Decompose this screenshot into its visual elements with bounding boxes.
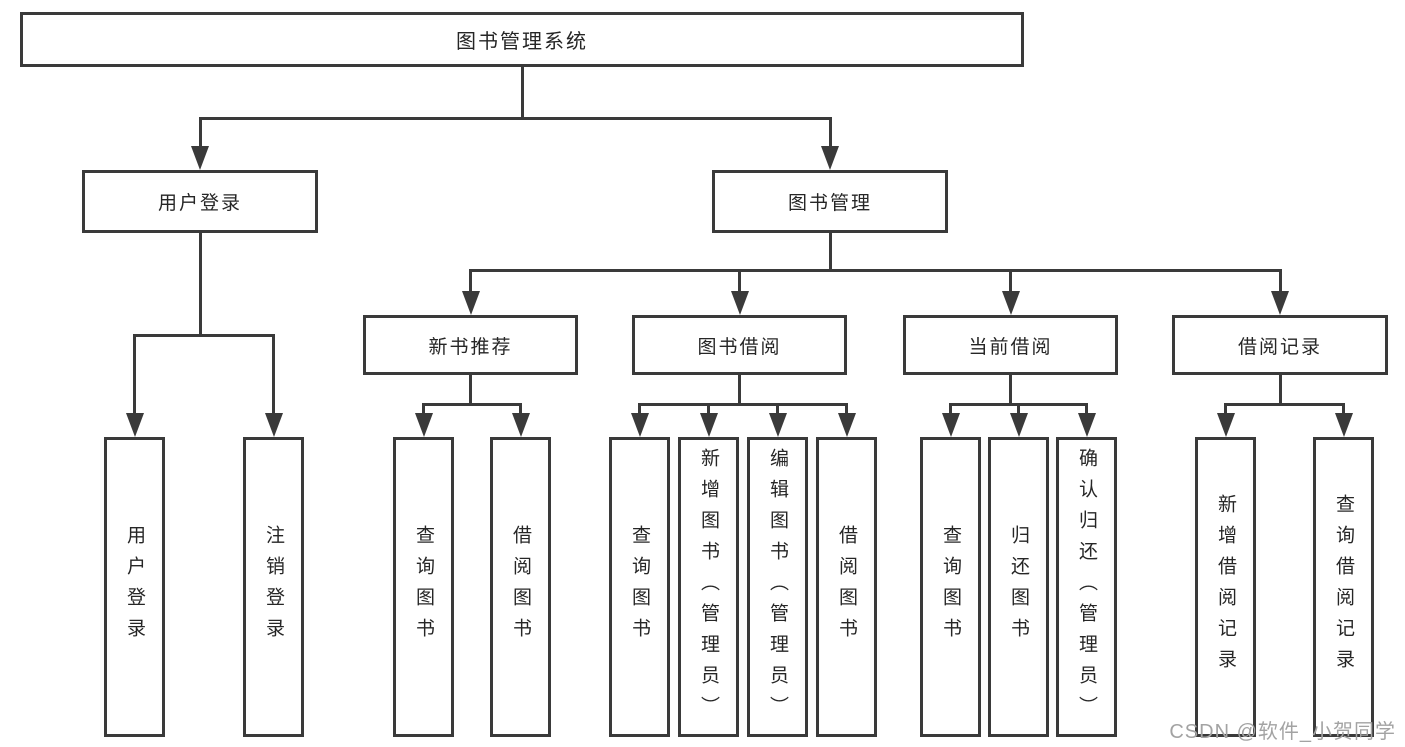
arrow-down-icon (941, 413, 960, 437)
node-borrowing-edit-books-admin: 编辑图书（管理员） (747, 437, 808, 737)
arrow-down-icon (125, 413, 144, 437)
connector-line (469, 270, 472, 295)
connector-line (1224, 402, 1345, 406)
connector-line (1342, 404, 1345, 417)
arrow-down-icon (414, 413, 433, 437)
arrow-down-icon (264, 413, 283, 437)
node-borrowing-borrow-books: 借阅图书 (816, 437, 877, 737)
arrow-down-icon (837, 413, 856, 437)
connector-line (738, 270, 741, 295)
node-label: 图书管理系统 (456, 31, 588, 53)
connector-line (776, 404, 779, 417)
connector-line (1278, 373, 1282, 406)
connector-line (828, 231, 832, 272)
node-label: 注销登录 (263, 525, 284, 649)
node-label: 借阅记录 (1237, 336, 1322, 358)
connector-line (1278, 270, 1282, 295)
node-records-query-record: 查询借阅记录 (1313, 437, 1374, 737)
connector-line (707, 404, 710, 417)
connector-line (519, 404, 522, 417)
node-user-login-leaf: 用户登录 (104, 437, 165, 737)
node-label: 新书推荐 (428, 336, 513, 358)
arrow-down-icon (1334, 413, 1353, 437)
node-current-return-books: 归还图书 (988, 437, 1049, 737)
node-book-management: 图书管理 (712, 170, 948, 233)
node-label: 编辑图书（管理员） (767, 447, 788, 727)
node-recommend-borrow-books: 借阅图书 (490, 437, 551, 737)
connector-line (133, 333, 275, 337)
connector-line (638, 402, 848, 406)
node-borrowing-add-books-admin: 新增图书（管理员） (678, 437, 739, 737)
connector-line (198, 116, 832, 120)
node-current-confirm-return-admin: 确认归还（管理员） (1056, 437, 1117, 737)
node-records-add-record: 新增借阅记录 (1195, 437, 1256, 737)
node-recommend-query-books: 查询图书 (393, 437, 454, 737)
node-label: 用户登录 (157, 193, 242, 214)
connector-line (845, 404, 848, 417)
arrow-down-icon (730, 291, 749, 315)
node-label: 查询图书 (629, 525, 650, 649)
node-label: 图书管理 (787, 193, 872, 214)
node-label: 图书借阅 (697, 336, 782, 358)
arrow-down-icon (1271, 291, 1289, 315)
arrow-down-icon (1009, 413, 1028, 437)
node-label: 确认归还（管理员） (1076, 447, 1097, 727)
node-user-login: 用户登录 (82, 170, 318, 233)
node-book-borrowing: 图书借阅 (632, 315, 847, 375)
node-label: 查询借阅记录 (1333, 494, 1354, 680)
node-label: 当前借阅 (968, 336, 1053, 358)
connector-line (198, 118, 202, 150)
connector-line (738, 373, 741, 406)
arrow-down-icon (511, 413, 530, 437)
node-logout-leaf: 注销登录 (243, 437, 304, 737)
arrow-down-icon (191, 146, 209, 170)
connector-line (949, 404, 952, 417)
arrow-down-icon (821, 146, 839, 170)
connector-line (133, 335, 136, 417)
node-label: 查询图书 (940, 525, 961, 649)
arrow-down-icon (630, 413, 649, 437)
connector-line (520, 65, 524, 120)
node-library-management-system: 图书管理系统 (20, 12, 1024, 67)
arrow-down-icon (1077, 413, 1096, 437)
node-label: 用户登录 (124, 525, 145, 649)
connector-line (469, 268, 1282, 272)
arrow-down-icon (768, 413, 787, 437)
connector-line (422, 402, 522, 406)
connector-line (1224, 404, 1227, 417)
connector-line (638, 404, 641, 417)
connector-line (1009, 373, 1012, 406)
node-label: 新增借阅记录 (1215, 494, 1236, 680)
arrow-down-icon (1216, 413, 1235, 437)
arrow-down-icon (461, 291, 480, 315)
node-label: 借阅图书 (510, 525, 531, 649)
node-current-query-books: 查询图书 (920, 437, 981, 737)
arrow-down-icon (1001, 291, 1020, 315)
node-borrowing-query-books: 查询图书 (609, 437, 670, 737)
node-borrowing-records: 借阅记录 (1172, 315, 1388, 375)
connector-line (1017, 404, 1020, 417)
node-current-borrowing: 当前借阅 (903, 315, 1118, 375)
node-label: 新增图书（管理员） (698, 447, 719, 727)
connector-line (1085, 404, 1088, 417)
connector-line (469, 373, 472, 406)
node-label: 归还图书 (1008, 525, 1029, 649)
node-label: 借阅图书 (836, 525, 857, 649)
csdn-watermark: CSDN @软件_小贺同学 (1169, 721, 1396, 743)
connector-line (828, 118, 832, 150)
connector-line (1009, 270, 1012, 295)
node-new-book-recommend: 新书推荐 (363, 315, 578, 375)
connector-line (272, 335, 275, 417)
arrow-down-icon (699, 413, 718, 437)
connector-line (198, 231, 202, 337)
connector-line (422, 404, 425, 417)
node-label: 查询图书 (413, 525, 434, 649)
